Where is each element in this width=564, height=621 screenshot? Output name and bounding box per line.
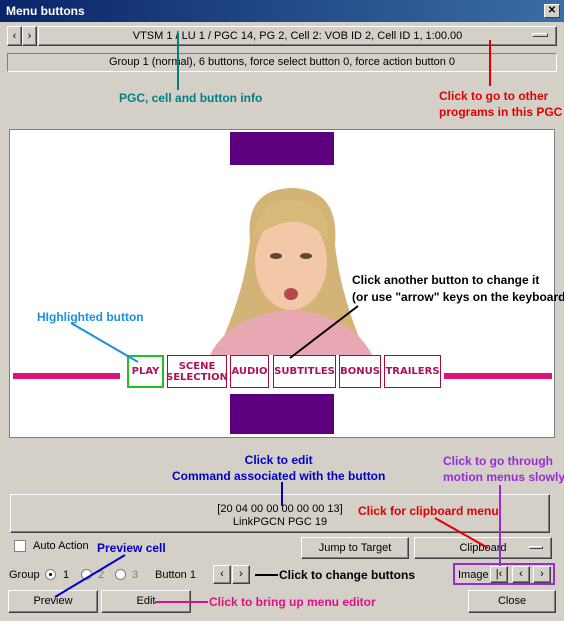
nav-next-button[interactable]: › [22,26,37,46]
jump-to-target-button[interactable]: Jump to Target [301,537,409,559]
edit-button[interactable]: Edit [101,590,191,613]
button-prev[interactable]: ‹ [213,565,231,584]
right-pink-bar [444,373,552,379]
menu-preview-area[interactable]: PLAY SCENE SELECTION AUDIO SUBTITLES BON… [9,129,564,438]
group-info-text: Group 1 (normal), 6 buttons, force selec… [108,56,456,68]
window-title-bar: Menu buttons [0,0,564,22]
auto-action-checkbox[interactable] [14,540,26,552]
group-info-bar: Group 1 (normal), 6 buttons, force selec… [7,53,557,72]
group-radio-1-label: 1 [63,569,70,581]
annotation-edit-command: Click to edit Command associated with th… [172,453,386,483]
annotation-motion-menus: Click to go through motion menus slowly [443,454,564,484]
menu-button-subtitles[interactable]: SUBTITLES [273,355,336,388]
menu-button-trailers[interactable]: TRAILERS [384,355,441,388]
image-prev-button[interactable]: ‹ [512,566,530,583]
image-next-button[interactable]: › [533,566,551,583]
group-radio-3[interactable] [115,569,126,580]
image-first-button[interactable]: |‹ [490,566,508,583]
close-button[interactable]: Close [468,590,556,613]
clipboard-button[interactable]: Clipboard [414,537,552,559]
clipboard-label: Clipboard [459,542,507,554]
dropdown-bar-icon [529,546,543,549]
group-radio-2-label: 2 [98,569,105,581]
command-hex: [20 04 00 00 00 00 00 13] [217,503,343,515]
group-radio-2[interactable] [81,569,92,580]
annotation-other-programs: Click to go to other programs in this PG… [439,89,563,119]
button-next[interactable]: › [232,565,250,584]
radio-dot [49,573,52,576]
annotation-pgc-info: PGC, cell and button info [119,91,263,105]
dropdown-bar-icon [532,33,548,37]
button-number-label: Button 1 [155,569,196,581]
menu-button-bonus[interactable]: BONUS [339,355,381,388]
annotation-change-buttons: Click to change buttons [279,568,416,582]
group-radio-1[interactable] [45,569,56,580]
menu-button-play[interactable]: PLAY [127,355,164,388]
command-text: LinkPGCN PGC 19 [232,516,328,528]
annotation-clipboard-menu: Click for clipboard menu [358,504,499,518]
pgc-location-label: VTSM 1 / LU 1 / PGC 14, PG 2, Cell 2: VO… [132,30,463,42]
image-nav-highlight [453,563,555,585]
annotation-preview-cell: Preview cell [97,541,166,555]
left-pink-bar [13,373,120,379]
pgc-location-dropdown[interactable]: VTSM 1 / LU 1 / PGC 14, PG 2, Cell 2: VO… [38,26,557,46]
actress-portrait-image [210,188,372,355]
group-label: Group [9,569,40,581]
auto-action-label: Auto Action [33,540,89,552]
top-purple-bar [230,132,334,165]
image-label: Image [458,569,489,581]
menu-button-scene-selection[interactable]: SCENE SELECTION [166,355,228,388]
nav-prev-button[interactable]: ‹ [7,26,22,46]
group-radio-3-label: 3 [132,569,139,581]
window-close-button[interactable]: ✕ [544,4,560,18]
window-title: Menu buttons [6,4,85,18]
annotation-menu-editor: Click to bring up menu editor [209,595,376,609]
annotation-highlighted-button: HIghlighted button [37,310,144,324]
annotation-change-button: Click another button to change it (or us… [352,273,564,304]
bottom-purple-bar [230,394,334,434]
menu-button-audio[interactable]: AUDIO [230,355,269,388]
preview-button[interactable]: Preview [8,590,98,613]
